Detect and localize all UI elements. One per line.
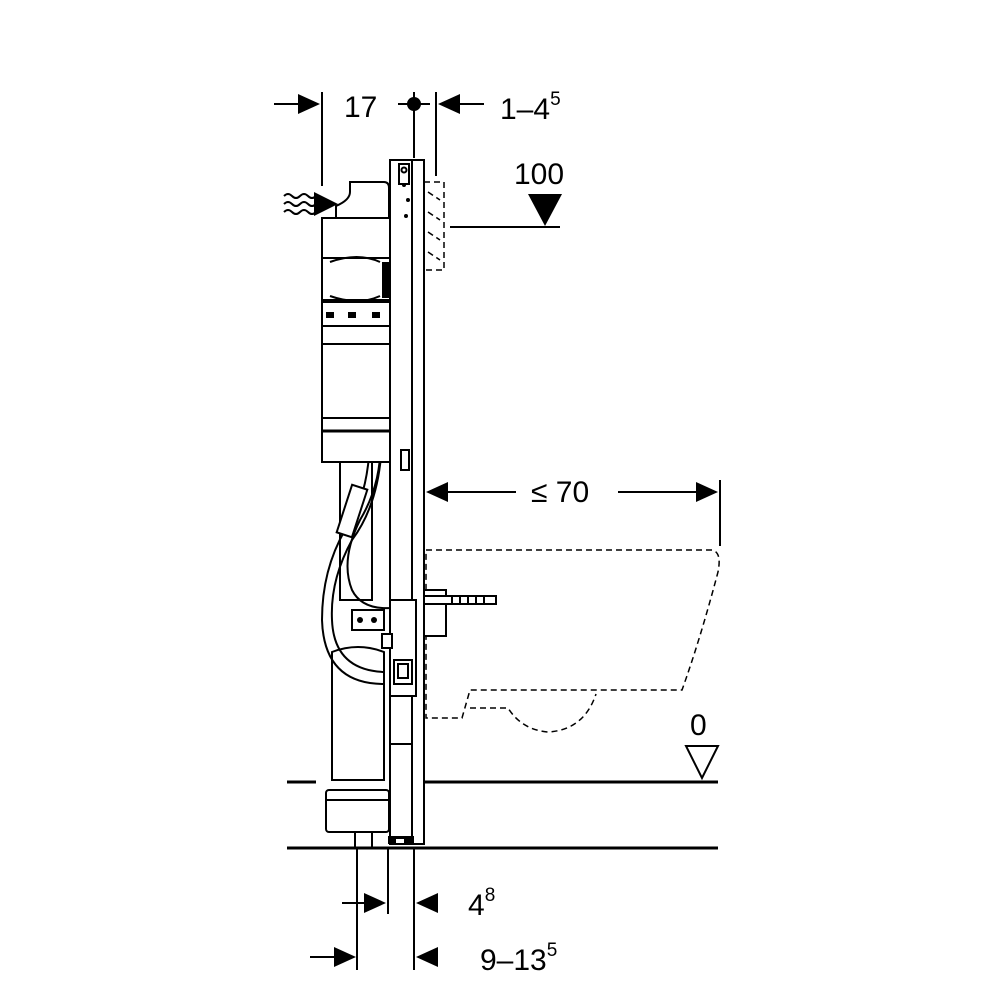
dimension-projection: ≤ 70 [426, 476, 721, 546]
dimension-4-8: 48 [342, 848, 495, 970]
dimension-4-8-label: 4 [468, 889, 485, 922]
drain-pipe [325, 646, 390, 848]
dimension-1-4-sup: 5 [550, 89, 561, 110]
svg-text:9–135: 9–135 [480, 940, 557, 977]
dimension-17-label: 17 [344, 91, 377, 124]
dimension-9-13: 9–135 [310, 848, 557, 977]
floor-level-label: 0 [690, 709, 707, 742]
mounting-frame [351, 159, 425, 845]
fixing-bolt [423, 589, 497, 637]
flush-plate [423, 181, 445, 271]
dimension-1-4-label: 1–4 [500, 93, 550, 126]
dimension-1-4: 1–45 [398, 89, 561, 176]
dimension-4-8-sup: 8 [485, 885, 496, 906]
projection-label: ≤ 70 [531, 476, 589, 509]
supply-hose [320, 429, 393, 685]
floor-level-icon [684, 745, 720, 781]
dimension-9-13-sup: 5 [547, 940, 558, 961]
dimension-17: 17 [274, 91, 377, 186]
height-100-marker: 100 [450, 158, 564, 228]
level-marker-icon [528, 194, 562, 226]
svg-text:1–45: 1–45 [500, 89, 561, 126]
wc-bowl [425, 549, 720, 733]
dimension-9-13-label: 9–13 [480, 944, 547, 977]
svg-text:48: 48 [468, 885, 495, 922]
water-supply-icon [283, 192, 338, 216]
cistern [321, 181, 391, 463]
floor-level-marker: 0 [684, 709, 720, 781]
height-100-label: 100 [514, 158, 564, 191]
